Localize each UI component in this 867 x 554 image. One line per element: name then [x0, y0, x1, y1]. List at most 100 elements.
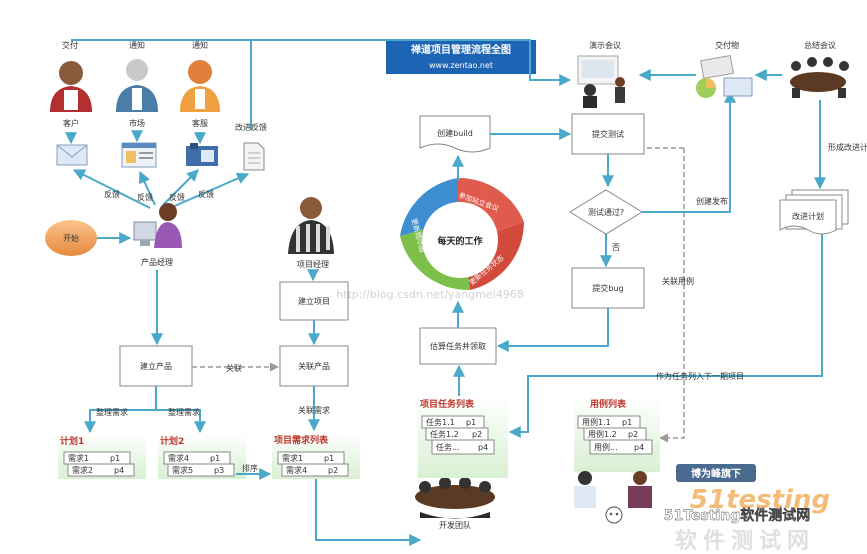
plan2-row2-priority: p3	[214, 466, 224, 475]
caselist-row3-name: 用例...	[594, 442, 618, 452]
plan1-row1-name: 需求1	[68, 453, 89, 463]
support-label: 客服	[192, 118, 208, 128]
link-case-label: 关联用例	[662, 276, 694, 286]
create-product-label: 建立产品	[140, 361, 172, 371]
create-build-label: 创建build	[437, 128, 473, 138]
create-product-box	[119, 345, 193, 387]
start-label: 开始	[63, 233, 79, 243]
bug-to-estimate-arrow	[496, 308, 609, 352]
decision-release-arrow	[642, 90, 736, 213]
create-build-box	[419, 115, 491, 153]
tester-figures	[574, 471, 652, 508]
feedback-arrow-4	[169, 172, 250, 209]
caselist-title: 用例列表	[589, 398, 627, 410]
link-req-label: 关联需求	[298, 405, 330, 415]
document-icon	[243, 142, 265, 171]
submit-bug-label: 提交bug	[592, 283, 623, 293]
organize-label-1: 整理需求	[96, 407, 128, 417]
daily-cycle: 每天的工作 参加站立会议 更新任务状态 更新燃尽图	[400, 177, 524, 291]
submit-test-box	[571, 113, 645, 155]
tasklist-row2-priority: p2	[472, 430, 482, 439]
reqlist-to-team-arrow	[315, 479, 422, 546]
support-figure	[180, 60, 220, 112]
caselist-row2-name: 用例1.2	[588, 429, 617, 439]
plan2-row2-name: 需求5	[172, 465, 193, 475]
next-iteration-label: 作为任务列入下一期项目	[656, 371, 744, 381]
tasklist-row3-name: 任务...	[436, 442, 460, 452]
improve-plan-label: 形成改进计划	[828, 142, 867, 152]
tasklist-title: 项目任务列表	[420, 398, 475, 410]
market-top-label: 通知	[129, 40, 145, 50]
customer-figure	[50, 61, 92, 112]
plan1-panel: 计划1 需求1 p1 需求2 p4	[58, 433, 146, 479]
watermark-url: http://blog.csdn.net/yangmei4968	[336, 288, 524, 301]
watermark-big-text: 软件测试网	[675, 528, 815, 554]
cycle-center-label: 每天的工作	[437, 235, 482, 247]
submit-test-label: 提交测试	[592, 129, 624, 139]
demo-label: 演示会议	[589, 40, 621, 50]
plan2-row1-priority: p1	[210, 454, 220, 463]
reqlist-row1-name: 需求1	[282, 453, 303, 463]
plan1-title: 计划1	[60, 435, 84, 447]
start-node: 开始	[45, 220, 97, 256]
caselist-row3-priority: p4	[634, 443, 644, 452]
caselist-row2-priority: p2	[628, 430, 638, 439]
deliverable-label: 交付物	[715, 40, 739, 50]
improvement-plan-label: 改进计划	[792, 211, 824, 221]
submit-bug-box	[571, 267, 645, 309]
reqlist-row2-priority: p2	[328, 466, 338, 475]
brand-text: 博为峰旗下	[691, 467, 741, 480]
feedback-label-1: 反馈	[104, 189, 120, 199]
demo-meeting-figure	[577, 55, 625, 108]
sort-label: 排序	[242, 463, 258, 473]
delivery-notify-line	[71, 39, 252, 130]
tasklist-row3-priority: p4	[478, 443, 488, 452]
reqlist-row1-priority: p1	[324, 454, 334, 463]
diagram-title: 禅道项目管理流程全图	[410, 43, 511, 56]
project-manager-label: 项目经理	[297, 259, 329, 269]
caselist-row1-name: 用例1.1	[582, 417, 611, 427]
brand-badge: 博为峰旗下	[676, 464, 756, 482]
feedback-label-2: 反馈	[137, 192, 153, 202]
case-list-panel: 用例列表 用例1.1 p1 用例1.2 p2 用例... p4	[574, 396, 660, 472]
task-list-panel: 项目任务列表 任务1.1 p1 任务1.2 p2 任务... p4	[418, 396, 508, 478]
plan2-row1-name: 需求4	[168, 453, 189, 463]
mail-icon	[56, 144, 88, 166]
feedback-arrow-2	[139, 170, 156, 206]
tasklist-row2-name: 任务1.2	[430, 429, 459, 439]
estimate-label: 估算任务并领取	[430, 341, 486, 351]
customer-label: 客户	[63, 118, 79, 128]
release-label: 创建发布	[696, 196, 728, 206]
credit-text: 51Testing软件测试网	[664, 507, 810, 524]
cycle-segment-status	[466, 222, 524, 290]
feedback-label-4: 反馈	[198, 189, 214, 199]
tasklist-row1-name: 任务1.1	[426, 417, 455, 427]
organize-label-2: 整理需求	[168, 407, 200, 417]
plan1-row1-priority: p1	[110, 454, 120, 463]
relate-label: 关联	[226, 363, 242, 373]
link-product-label: 关联产品	[298, 361, 330, 371]
product-manager-label: 产品经理	[141, 257, 173, 267]
support-top-label: 通知	[192, 40, 208, 50]
reqlist-row2-name: 需求4	[286, 465, 307, 475]
customer-top-label: 交付	[62, 40, 78, 50]
feedback-label-3: 反馈	[169, 192, 185, 202]
no-label: 否	[612, 243, 620, 252]
summary-label: 总结会议	[804, 40, 836, 50]
feedback-arrow-3	[162, 169, 199, 206]
phone-icon	[186, 143, 218, 166]
create-project-label: 建立项目	[298, 296, 330, 306]
plan1-row2-name: 需求2	[72, 465, 93, 475]
cycle-segment-blue	[400, 178, 458, 236]
test-passed-label: 测试通过?	[588, 207, 624, 217]
link-case-dashed-arrow	[659, 148, 685, 443]
create-project-box	[279, 281, 349, 321]
wechat-icon	[605, 506, 623, 524]
feedback-arrow-1	[72, 169, 151, 209]
improve-feedback-label: 改进反馈	[235, 122, 267, 132]
next-iteration-arrow	[508, 232, 823, 438]
estimate-box	[419, 327, 497, 365]
cycle-segment-standup	[458, 177, 524, 232]
dev-team-figure	[415, 477, 495, 519]
